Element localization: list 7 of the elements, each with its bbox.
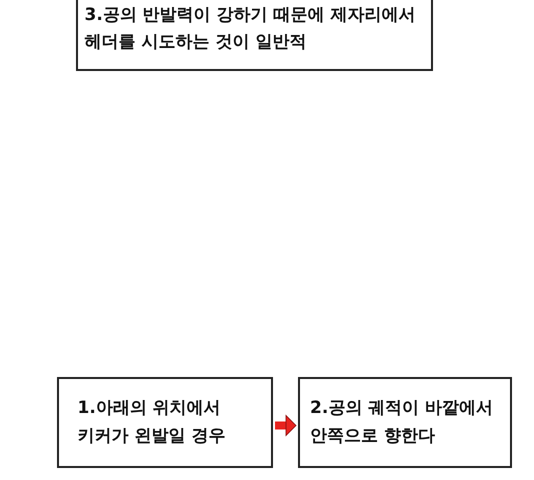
text-box — [298, 377, 512, 468]
box-text: 3.공의 반발력이 강하기 때문에 제자리에서 헤더를 시도하는 것이 일반적 — [84, 4, 416, 54]
arrow — [275, 414, 297, 436]
box-text: 1.아래의 위치에서 키커가 왼발일 경우 — [78, 397, 226, 448]
box-text: 2.공의 궤적이 바깥에서 안쪽으로 향한다 — [310, 397, 494, 448]
text-box — [76, 0, 433, 71]
text-box — [57, 377, 273, 468]
